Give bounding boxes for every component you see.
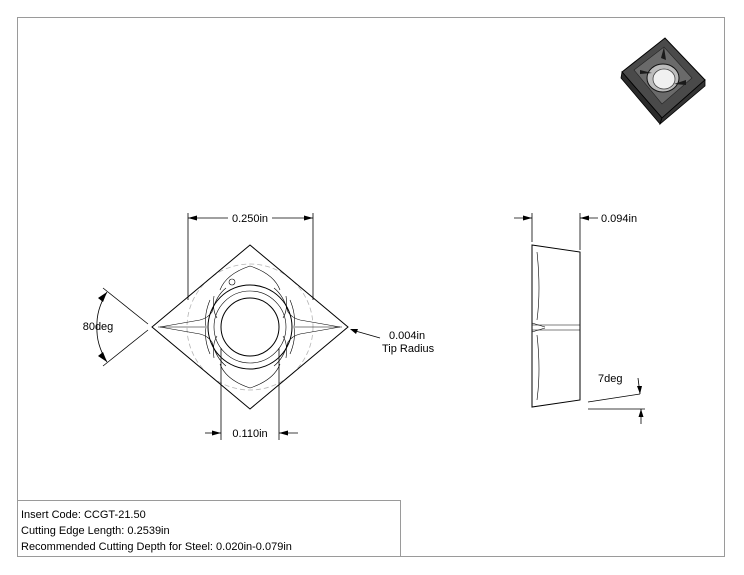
hole-width-label: 0.110in bbox=[232, 428, 267, 440]
insert-side-profile bbox=[531, 244, 581, 408]
radius-caption: Tip Radius bbox=[382, 343, 435, 355]
center-hole-inner bbox=[220, 297, 280, 357]
edge-length-text: Cutting Edge Length: 0.2539in bbox=[21, 525, 170, 537]
angle-label: 80deg bbox=[83, 321, 114, 333]
title-block: Insert Code: CCGT-21.50 Cutting Edge Len… bbox=[17, 500, 401, 557]
radius-value: 0.004in bbox=[389, 330, 425, 342]
cutting-depth-text: Recommended Cutting Depth for Steel: 0.0… bbox=[21, 541, 292, 553]
center-hole-outer bbox=[207, 284, 293, 370]
relief-angle-label: 7deg bbox=[598, 373, 622, 385]
width-label: 0.250in bbox=[232, 213, 268, 225]
side-view bbox=[531, 244, 581, 408]
thickness-dimension: 0.094in bbox=[514, 213, 637, 250]
angle-dimension: 80deg bbox=[83, 287, 149, 367]
thickness-label: 0.094in bbox=[601, 213, 637, 225]
drawing-border bbox=[17, 17, 725, 557]
insert-outline bbox=[151, 244, 349, 410]
insert-code-text: Insert Code: CCGT-21.50 bbox=[21, 509, 146, 521]
width-dimension: 0.250in bbox=[187, 213, 314, 300]
tip-radius-callout: 0.004in Tip Radius bbox=[350, 329, 435, 355]
isometric-render bbox=[620, 37, 706, 126]
top-view bbox=[151, 244, 349, 410]
relief-angle-dimension: 7deg bbox=[587, 373, 645, 424]
hole-width-dimension: 0.110in bbox=[205, 348, 298, 440]
